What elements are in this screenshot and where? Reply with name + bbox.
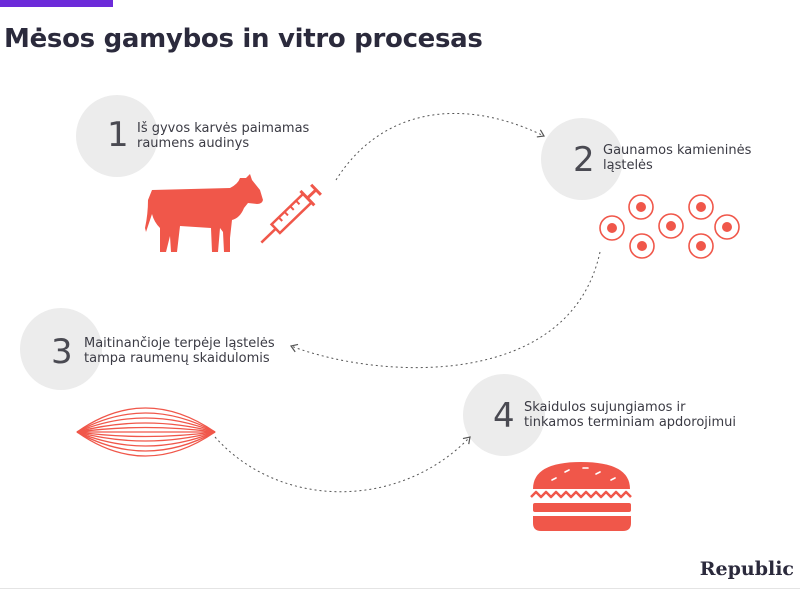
- stem-cell: [628, 194, 654, 220]
- step-1-line1: Iš gyvos karvės paimamas: [137, 121, 310, 136]
- brand-logo: Republic: [699, 558, 794, 580]
- arrow-1-to-2: [335, 112, 545, 181]
- step-1-number: 1: [107, 115, 129, 155]
- arrow-2-to-3: [289, 251, 601, 369]
- syringe-icon: [260, 183, 322, 244]
- step-2-circle: [541, 118, 623, 200]
- cow-icon: [145, 174, 263, 252]
- step-3-line2: tampa raumenų skaidulomis: [84, 351, 270, 366]
- stem-cell: [629, 233, 655, 259]
- page-title: Mėsos gamybos in vitro procesas: [4, 24, 483, 54]
- step-4-number: 4: [493, 396, 515, 436]
- burger-icon: [530, 462, 632, 531]
- step-1-circle: [76, 95, 158, 177]
- step-3-text: Maitinančioje terpėje ląstelės tampa rau…: [84, 336, 275, 366]
- stem-cell: [714, 214, 740, 240]
- step-3-number: 3: [51, 332, 73, 372]
- step-2-line1: Gaunamos kamieninės: [603, 143, 752, 158]
- step-1-text: Iš gyvos karvės paimamas raumens audinys: [137, 121, 309, 151]
- step-4-circle: [463, 374, 545, 456]
- accent-bar: [0, 0, 113, 7]
- step-2-number: 2: [573, 140, 595, 180]
- step-4-line2: tinkamos terminiam apdorojimui: [524, 415, 737, 430]
- stem-cells-icon: [599, 194, 740, 259]
- step-4-line1: Skaidulos sujungiamos ir: [524, 400, 686, 415]
- step-2-text: Gaunamos kamieninės ląstelės: [603, 143, 751, 173]
- muscle-fiber-icon: [76, 407, 216, 457]
- stem-cell: [599, 215, 625, 241]
- step-4-text: Skaidulos sujungiamos ir tinkamos termin…: [524, 400, 736, 430]
- step-3-line1: Maitinančioje terpėje ląstelės: [84, 336, 275, 351]
- step-2-line2: ląstelės: [603, 158, 653, 173]
- step-3-circle: [20, 308, 102, 390]
- stem-cell: [688, 233, 714, 259]
- step-1-line2: raumens audinys: [137, 136, 250, 151]
- arrow-3-to-4: [214, 436, 471, 493]
- bottom-divider: [0, 588, 800, 589]
- stem-cell: [658, 213, 684, 239]
- stem-cell: [688, 194, 714, 220]
